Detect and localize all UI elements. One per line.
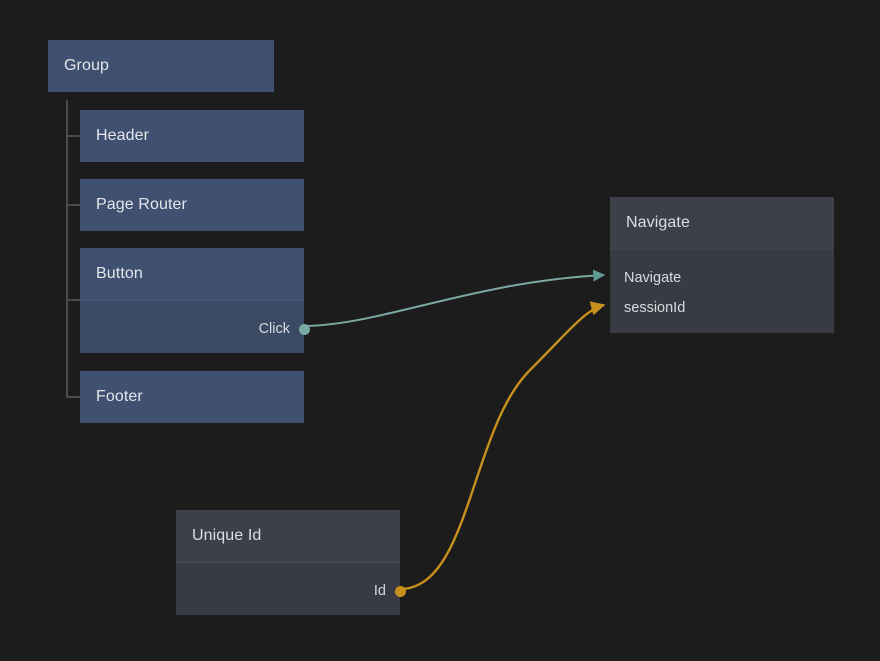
port-dot-id[interactable] <box>394 585 406 597</box>
node-page-router-label: Page Router <box>96 196 187 213</box>
node-navigate-title: Navigate <box>610 197 834 249</box>
tree-stub-button <box>66 299 80 301</box>
node-button-title: Button <box>80 248 304 300</box>
tree-stub-page-router <box>66 204 80 206</box>
port-row-session-id[interactable]: sessionId <box>610 293 834 323</box>
node-navigate-label: Navigate <box>626 214 690 231</box>
port-label-navigate-in: Navigate <box>624 270 682 286</box>
port-row-click[interactable]: Click <box>80 314 310 344</box>
node-page-router-title: Page Router <box>80 179 304 231</box>
node-footer-title: Footer <box>80 371 304 423</box>
tree-stub-header <box>66 135 80 137</box>
edge-button-click-to-navigate[interactable] <box>301 269 606 327</box>
port-label-id: Id <box>373 583 386 599</box>
node-navigate-body: Navigate sessionId <box>610 249 834 333</box>
node-header-label: Header <box>96 127 150 144</box>
port-row-navigate-in[interactable]: Navigate <box>610 263 834 293</box>
node-unique-id[interactable]: Unique Id Id <box>176 510 406 615</box>
node-navigate[interactable]: Navigate Navigate sessionId <box>610 197 834 333</box>
node-group[interactable]: Group <box>48 40 274 92</box>
node-footer-label: Footer <box>96 388 143 405</box>
node-footer[interactable]: Footer <box>80 371 304 423</box>
node-button[interactable]: Button Click <box>80 248 310 353</box>
node-header[interactable]: Header <box>80 110 304 162</box>
node-button-label: Button <box>96 265 143 282</box>
node-header-title: Header <box>80 110 304 162</box>
port-label-session-id: sessionId <box>624 300 686 316</box>
edge-unique-id-to-session-id[interactable] <box>399 301 606 591</box>
node-unique-id-title: Unique Id <box>176 510 400 562</box>
node-unique-id-label: Unique Id <box>192 527 262 544</box>
node-button-body: Click <box>80 300 310 353</box>
tree-trunk-line <box>66 100 68 397</box>
port-row-id[interactable]: Id <box>176 576 406 606</box>
tree-stub-footer <box>66 396 80 398</box>
node-group-title: Group <box>48 40 274 92</box>
node-page-router[interactable]: Page Router <box>80 179 304 231</box>
node-group-label: Group <box>64 57 109 74</box>
node-unique-id-body: Id <box>176 562 406 615</box>
port-dot-click[interactable] <box>298 323 310 335</box>
port-label-click: Click <box>258 321 290 337</box>
